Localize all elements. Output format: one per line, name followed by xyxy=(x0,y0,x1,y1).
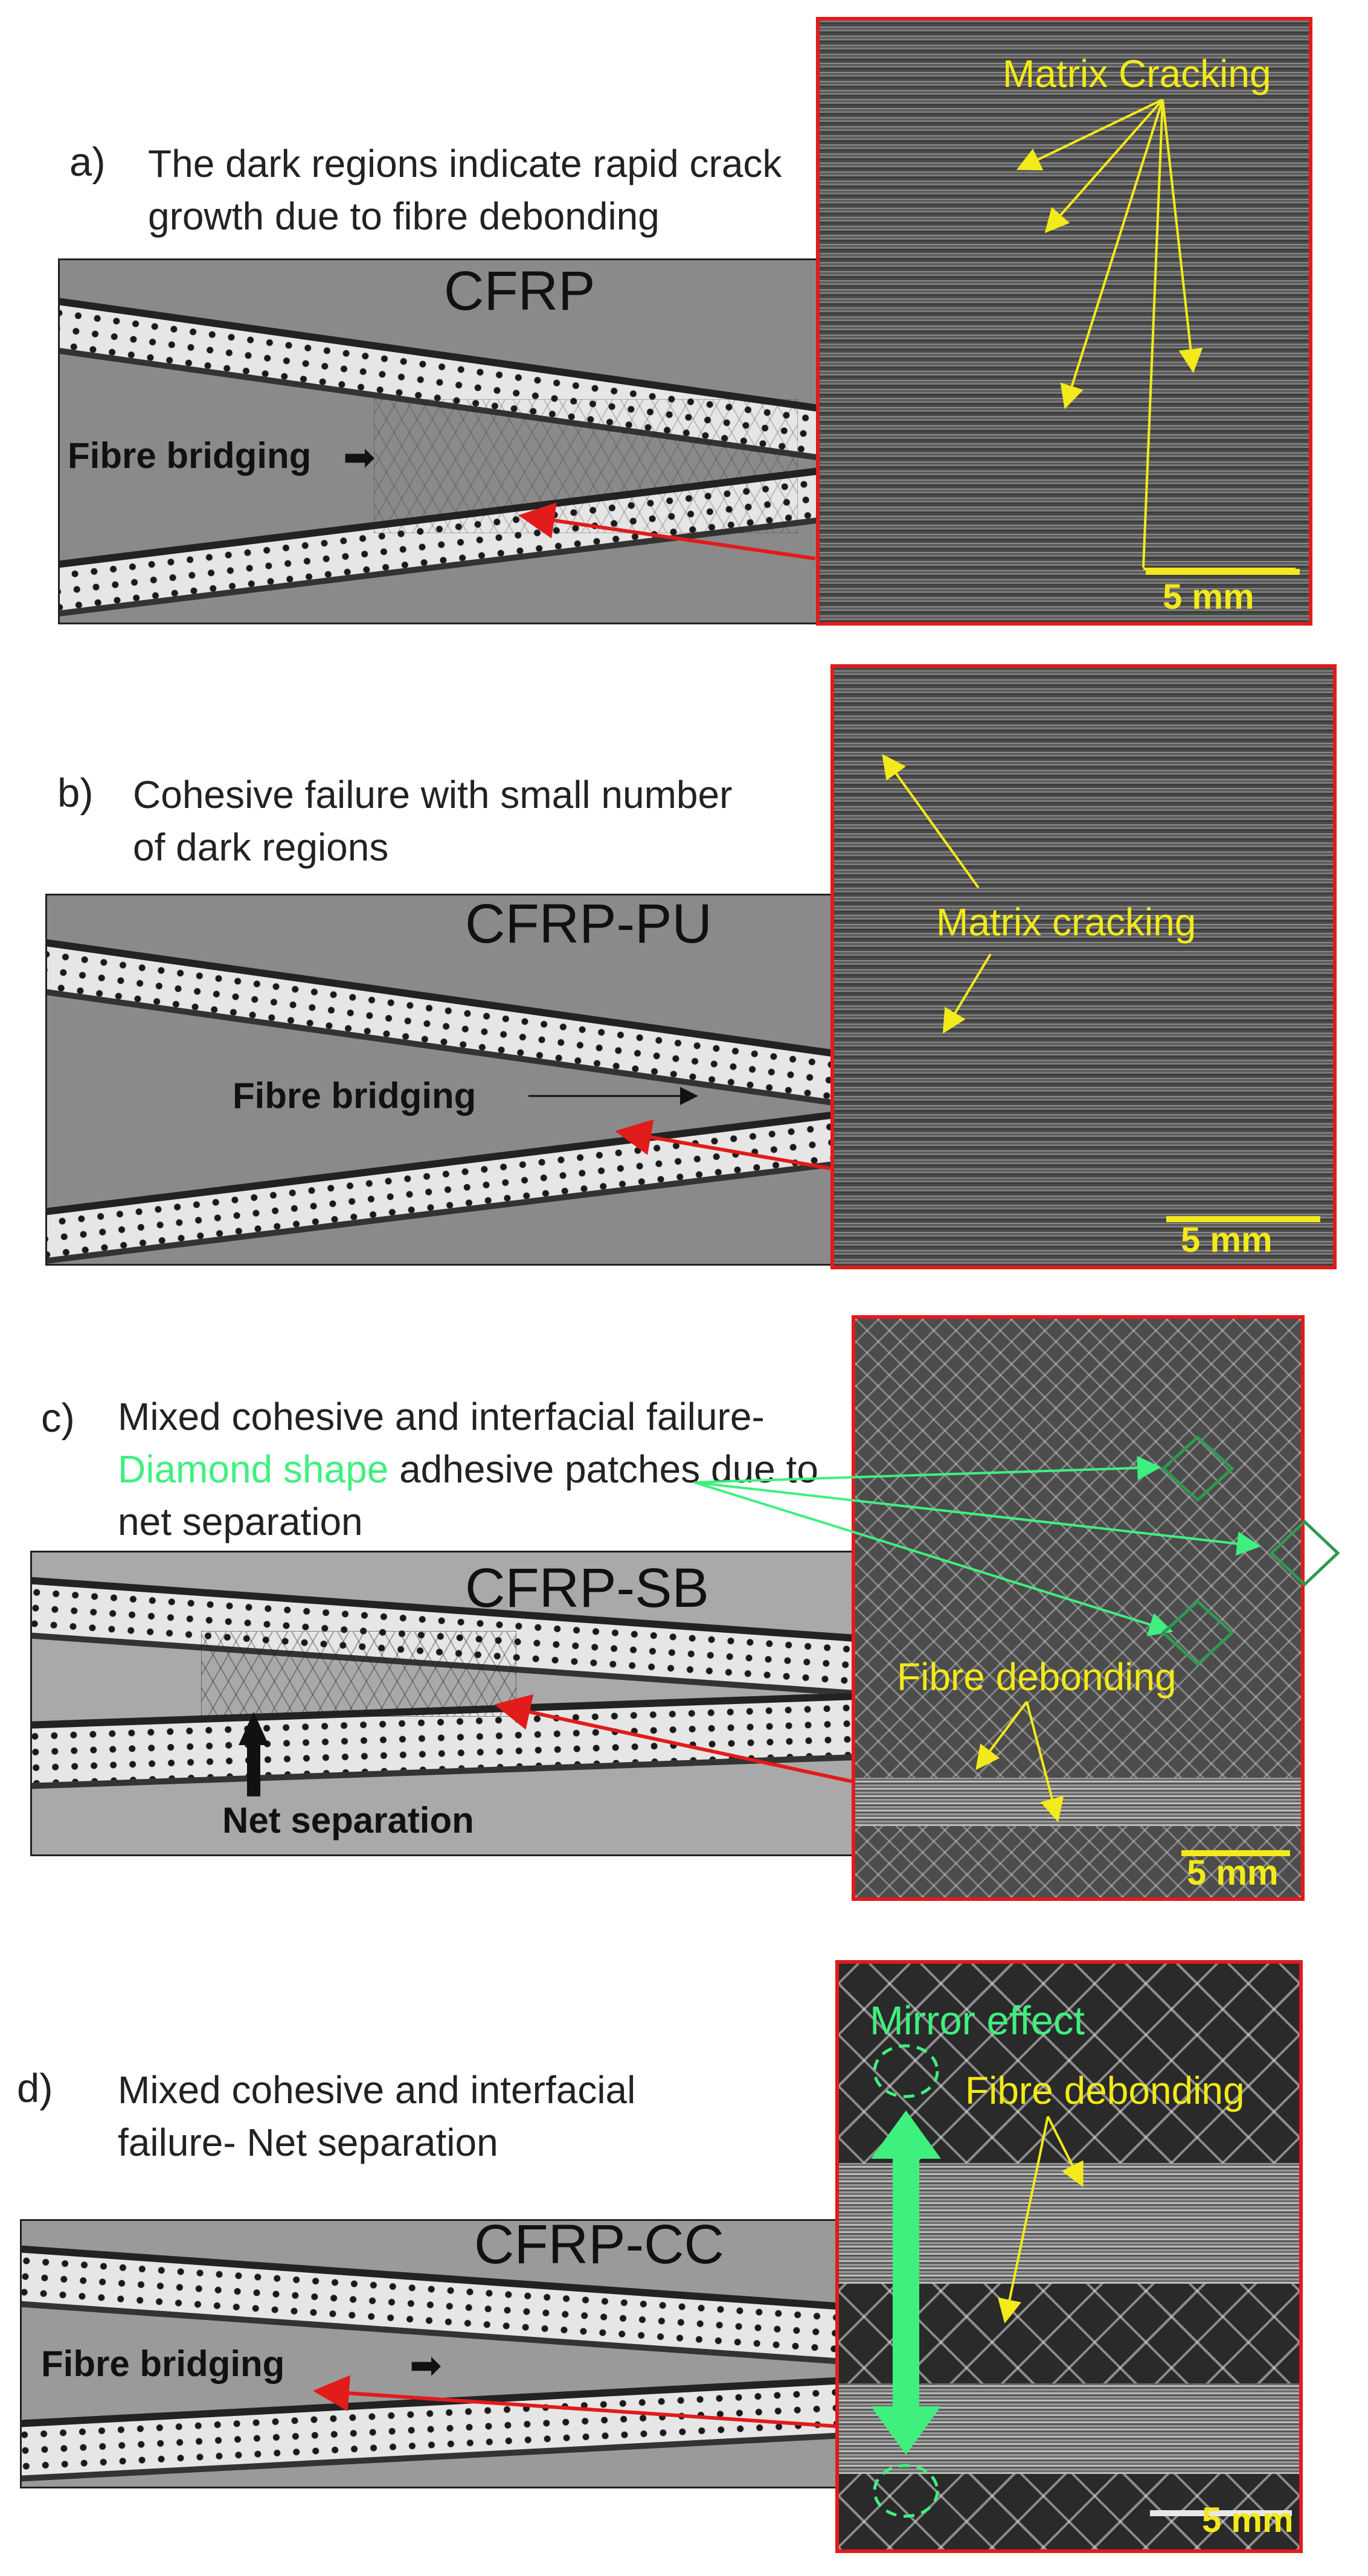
scale-bar xyxy=(1181,1850,1290,1856)
scale-bar xyxy=(1166,1216,1320,1222)
panel-b-scale-label: 5 mm xyxy=(1181,1220,1273,1260)
panel-c-caption-line3: net separation xyxy=(118,1500,363,1543)
panel-c-micro-label: Fibre debonding xyxy=(897,1655,1177,1699)
panel-a-caption: The dark regions indicate rapid crack gr… xyxy=(148,138,824,243)
panel-d-caption-line1: Mixed cohesive and interfacial xyxy=(118,2068,636,2112)
lower-beam xyxy=(47,1106,832,1264)
panel-d-specimen-label: CFRP-CC xyxy=(474,2214,724,2275)
panel-c-micrograph xyxy=(852,1315,1305,1901)
panel-b-specimen-photo xyxy=(45,894,834,1266)
panel-b-letter: b) xyxy=(57,771,94,816)
debonded-fibre-band xyxy=(855,1778,1301,1826)
fibre-band-upper xyxy=(839,2163,1299,2284)
panel-a-specimen-photo xyxy=(58,258,820,624)
panel-c-caption-line2: Diamond shape adhesive patches due to xyxy=(118,1443,867,1496)
panel-b-caption-line2: of dark regions xyxy=(133,825,389,869)
arrow-right-icon: ➡ xyxy=(409,2344,442,2387)
panel-d-letter: d) xyxy=(17,2066,53,2111)
scale-bar xyxy=(1150,2510,1292,2516)
panel-b-caption-line1: Cohesive failure with small number xyxy=(133,773,733,816)
panel-c-specimen-label: CFRP-SB xyxy=(465,1557,709,1619)
panel-d-micro-label: Fibre debonding xyxy=(965,2069,1245,2112)
panel-b-caption: Cohesive failure with small number of da… xyxy=(133,769,809,874)
panel-d-scale-label: 5 mm xyxy=(1202,2501,1294,2540)
panel-a-scale-label: 5 mm xyxy=(1163,577,1254,617)
panel-c-caption-line2-rest: adhesive patches due to xyxy=(388,1447,818,1491)
panel-c-net-label: Net separation xyxy=(222,1800,474,1841)
panel-c-caption-line1: Mixed cohesive and interfacial failure- xyxy=(118,1395,765,1438)
panel-a-letter: a) xyxy=(69,139,106,185)
panel-a-caption-line1: The dark regions indicate rapid crack xyxy=(148,142,782,185)
panel-a-bridging-label: Fibre bridging xyxy=(68,435,312,476)
panel-d-caption: Mixed cohesive and interfacial failure- … xyxy=(118,2064,812,2169)
panel-b-bridging-label: Fibre bridging xyxy=(233,1075,477,1116)
panel-a-specimen-label: CFRP xyxy=(444,260,596,322)
panel-d-bridging-label: Fibre bridging xyxy=(41,2344,285,2384)
panel-c-caption: Mixed cohesive and interfacial failure- … xyxy=(118,1391,867,1548)
panel-d-mirror-label: Mirror effect xyxy=(870,1998,1085,2043)
lower-beam xyxy=(22,2375,840,2482)
panel-a-micrograph xyxy=(816,17,1312,626)
diamond-shape-highlight: Diamond shape xyxy=(118,1447,389,1491)
panel-a-micro-label: Matrix Cracking xyxy=(1003,52,1271,95)
panel-b-specimen-label: CFRP-PU xyxy=(465,893,712,955)
panel-d-specimen-photo xyxy=(20,2219,842,2488)
panel-c-letter: c) xyxy=(41,1395,75,1441)
panel-b-micrograph xyxy=(830,664,1337,1269)
panel-a-caption-line2: growth due to fibre debonding xyxy=(148,194,660,238)
panel-d-micrograph xyxy=(835,1960,1303,2553)
panel-c-scale-label: 5 mm xyxy=(1187,1853,1279,1892)
bridging-fibres xyxy=(374,399,798,533)
scale-bar xyxy=(1146,569,1300,575)
panel-b-micro-label: Matrix cracking xyxy=(936,900,1196,944)
arrow-right-icon: ➡ xyxy=(343,435,376,479)
net-mesh xyxy=(201,1631,516,1717)
panel-d-caption-line2: failure- Net separation xyxy=(118,2121,498,2164)
fibre-band-lower xyxy=(839,2383,1299,2474)
